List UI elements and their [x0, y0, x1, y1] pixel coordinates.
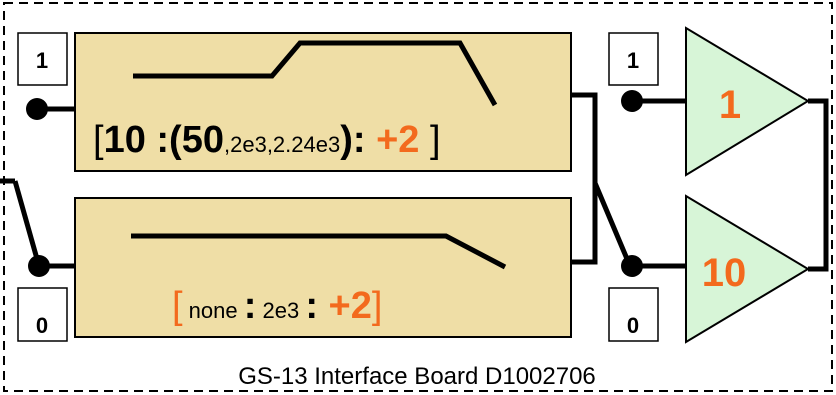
filter-response-curve-top — [133, 40, 498, 107]
amplifier-top-output-wire — [808, 98, 829, 272]
filter-top-separator-2: : — [353, 119, 376, 161]
right-switch-label-bottom-box — [608, 287, 659, 342]
filter-bottom-separator-2: : — [305, 285, 318, 327]
amplifier-top-gain: 1 — [719, 83, 741, 127]
filter-top-close-paren: ) — [340, 119, 353, 161]
left-switch-blade — [12, 180, 42, 267]
right-switch-blade — [592, 182, 633, 267]
filter-bottom-open-bracket: [ — [172, 285, 183, 327]
right-switch-contact-bottom — [621, 255, 643, 277]
filter-box-bottom — [74, 197, 572, 338]
filter-response-curve-bottom — [131, 233, 507, 270]
filter-top-value-3: ,2e3,2.24e3 — [224, 132, 340, 157]
left-switch-contact-top — [26, 98, 48, 120]
right-switch-label-top: 1 — [627, 48, 639, 73]
left-switch-label-top: 1 — [36, 48, 48, 73]
amplifier-bottom-gain: 10 — [702, 251, 747, 295]
right-switch-contact-top — [621, 90, 643, 112]
filter-top-value-1: 10 — [104, 119, 146, 161]
filter-top-gain: +2 — [376, 119, 419, 161]
board-boundary — [3, 2, 833, 392]
filter-bottom-close-bracket: ] — [372, 285, 383, 327]
filter-bottom-value-1: none — [183, 298, 244, 323]
filter-spec-bottom: [ none : 2e3 : +2] — [172, 285, 382, 327]
right-switch-label-top-box — [608, 32, 659, 86]
left-switch-contact-bottom — [28, 255, 50, 277]
filter-top-output-wire — [571, 92, 598, 183]
amplifier-bottom — [685, 194, 810, 344]
filter-top-close-bracket: ] — [419, 119, 440, 161]
right-switch-label-bottom: 0 — [627, 313, 639, 338]
left-switch-label-bottom: 0 — [36, 313, 48, 338]
left-switch-label-top-box — [17, 32, 68, 86]
filter-bottom-output-wire — [571, 183, 598, 265]
filter-top-open-bracket: [ — [93, 119, 104, 161]
filter-bottom-gain: +2 — [318, 285, 372, 327]
filter-bottom-separator-1: : — [244, 285, 257, 327]
filter-top-value-2: 50 — [182, 119, 224, 161]
filter-spec-top: [10 :(50,2e3,2.24e3): +2 ] — [93, 119, 441, 161]
amplifier-top — [685, 26, 810, 177]
filter-box-top — [74, 32, 572, 172]
filter-bottom-value-2: 2e3 — [256, 298, 305, 323]
filter-top-separator-1: :( — [146, 119, 182, 161]
left-switch-label-bottom-box — [17, 287, 68, 342]
board-label: GS-13 Interface Board D1002706 — [238, 363, 596, 390]
